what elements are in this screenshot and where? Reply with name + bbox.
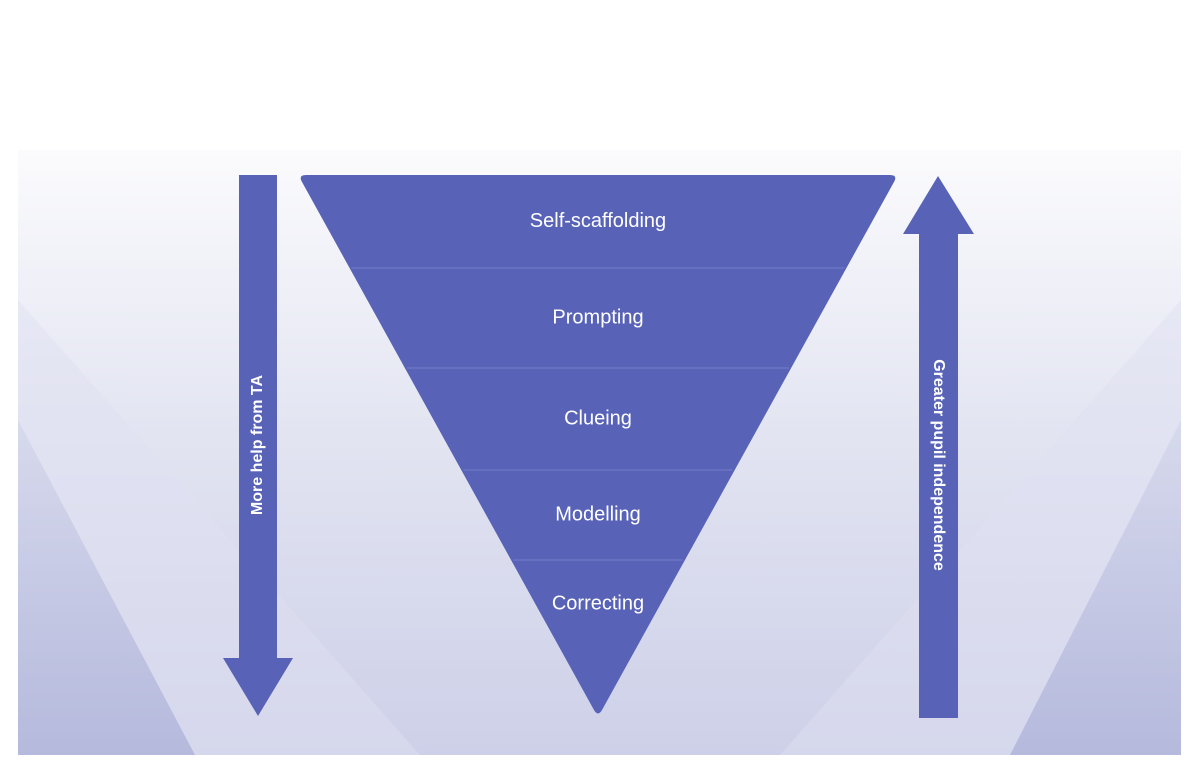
shade-left-soft	[18, 300, 420, 755]
right-arrow: Greater pupil independence	[903, 176, 974, 718]
pyramid-tier-label: Clueing	[564, 407, 632, 429]
arrow-up-icon	[903, 176, 974, 718]
left-arrow: More help from TA	[223, 175, 293, 716]
pyramid-tier-label: Correcting	[552, 592, 644, 614]
left-arrow-label: More help from TA	[249, 374, 266, 515]
pyramid-tier-label: Prompting	[552, 306, 643, 328]
pyramid-tier-label: Self-scaffolding	[530, 210, 666, 232]
right-arrow-label: Greater pupil independence	[930, 359, 947, 571]
shade-right-soft	[780, 300, 1181, 755]
background-shading	[18, 300, 1181, 755]
inverted-pyramid: Self-scaffoldingPromptingClueingModellin…	[300, 175, 896, 714]
shade-left	[18, 420, 195, 755]
pyramid-tier-label: Modelling	[555, 503, 641, 525]
shade-right	[1010, 420, 1181, 755]
pyramid-shape	[300, 175, 896, 714]
arrow-down-icon	[223, 175, 293, 716]
